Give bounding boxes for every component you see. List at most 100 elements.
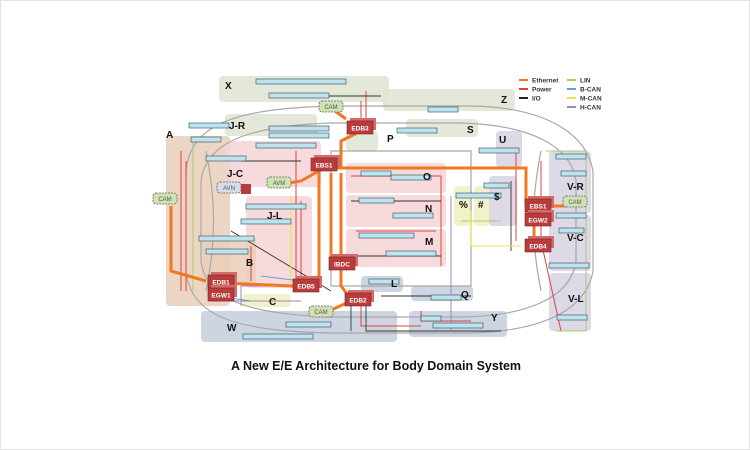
io-wire <box>365 301 501 332</box>
harness-connector <box>255 142 317 149</box>
ecu-edb4: EDB4 <box>524 236 554 253</box>
harness-connector <box>556 314 588 321</box>
zone-label: M <box>425 237 433 248</box>
zone-label: C <box>269 297 276 308</box>
harness-connector <box>455 192 502 199</box>
harness-connector <box>240 218 292 225</box>
zone-label: $ <box>494 192 500 203</box>
harness-connector <box>285 321 332 328</box>
zone-dollar <box>489 176 517 226</box>
harness-connector <box>385 250 437 257</box>
harness-connector <box>420 315 442 322</box>
module-label: AVM <box>273 181 286 187</box>
zone-label: V-L <box>568 294 584 305</box>
module-label: CAM <box>314 310 327 316</box>
module-box <box>266 176 292 189</box>
ecu-label: IBDC <box>334 262 350 269</box>
ecu-box <box>524 238 552 253</box>
zone-label: V-C <box>567 233 584 244</box>
module-label: CAM <box>158 197 171 203</box>
zone-label: V-R <box>567 182 584 193</box>
ecu-label: EDB3 <box>351 126 369 133</box>
legend-label: M-CAN <box>580 96 602 103</box>
zone-label: A <box>166 130 173 141</box>
harness-connector <box>478 147 520 154</box>
ecu-edb3: EDB3 <box>346 118 376 135</box>
legend-label: I/O <box>532 96 541 103</box>
diagram-caption: A New E/E Architecture for Body Domain S… <box>230 359 522 373</box>
harness-connector <box>483 182 510 189</box>
zone-label: # <box>478 200 484 211</box>
module-cam: CAM <box>318 100 344 113</box>
zone-label: % <box>459 200 468 211</box>
harness-connector <box>368 278 400 285</box>
ecu-ebs1: EBS1 <box>310 155 340 172</box>
ecu-box <box>207 287 235 302</box>
ecu-egw2: EGW2 <box>524 210 554 227</box>
ecu-edb5: EDB5 <box>292 276 322 293</box>
ecu-box <box>292 278 320 293</box>
lin-wire <box>546 150 587 332</box>
zone-label: O <box>423 172 431 183</box>
harness-connector <box>396 127 438 134</box>
harness-connector <box>268 132 330 139</box>
harness-connector <box>190 136 222 143</box>
harness-connector <box>205 155 247 162</box>
harness-connector <box>205 248 249 255</box>
zone-label: S <box>467 125 474 136</box>
zone-label: U <box>499 135 506 146</box>
ecu-label: EDB1 <box>212 280 230 287</box>
legend-label: Power <box>532 87 552 94</box>
harness-connector <box>432 322 484 329</box>
zone-label: W <box>227 323 237 334</box>
zone-label: Q <box>461 290 469 301</box>
ecu-box <box>310 157 338 172</box>
harness-connector <box>555 153 587 160</box>
harness-connector <box>430 294 462 301</box>
module-label: AVN <box>223 186 235 192</box>
zone-label: B <box>246 258 253 269</box>
ecu-box <box>524 212 552 227</box>
zone-label: Z <box>501 95 507 106</box>
harness-connector <box>268 125 330 132</box>
harness-connector <box>558 227 585 234</box>
ecu-egw1: EGW1 <box>207 285 237 302</box>
zone-label: J-R <box>229 121 246 132</box>
zone-label: Y <box>491 313 498 324</box>
ecu-label: EBS1 <box>530 204 547 211</box>
ecu-label: EGW1 <box>211 293 231 300</box>
harness-connector <box>255 78 347 85</box>
module-avm: AVM <box>266 176 292 189</box>
module-label: CAM <box>568 200 581 206</box>
legend-label: LIN <box>580 78 591 85</box>
harness-connector <box>242 333 314 340</box>
legend-label: Ethernet <box>532 78 559 85</box>
module-box <box>308 305 334 318</box>
harness-connector <box>390 174 432 181</box>
ecu-label: EDB4 <box>529 244 547 251</box>
ethernet-link <box>339 131 358 168</box>
harness-connector <box>548 262 590 269</box>
car-body <box>185 105 594 334</box>
ecu-edb2: EDB2 <box>344 290 374 307</box>
legend-label: B-CAN <box>580 87 601 94</box>
harness-connector <box>358 197 395 204</box>
legend-label: H-CAN <box>580 105 601 112</box>
ethernet-link <box>169 206 207 283</box>
module-cam: CAM <box>308 305 334 318</box>
module-box <box>562 195 588 208</box>
module-cam: CAM <box>562 195 588 208</box>
harness-connector <box>268 92 330 99</box>
ethernet-link <box>324 166 528 206</box>
zone-label: P <box>387 134 394 145</box>
ecu-box <box>346 120 374 135</box>
m-can-wire <box>470 211 521 247</box>
ecu-label: EDB2 <box>349 298 367 305</box>
ecu-box <box>344 292 372 307</box>
zone-j-c <box>225 141 321 187</box>
ecu-edb1: EDB1 <box>207 272 237 289</box>
zone-label: L <box>391 279 397 290</box>
harness-connector <box>360 170 392 177</box>
power-wire <box>360 301 421 327</box>
